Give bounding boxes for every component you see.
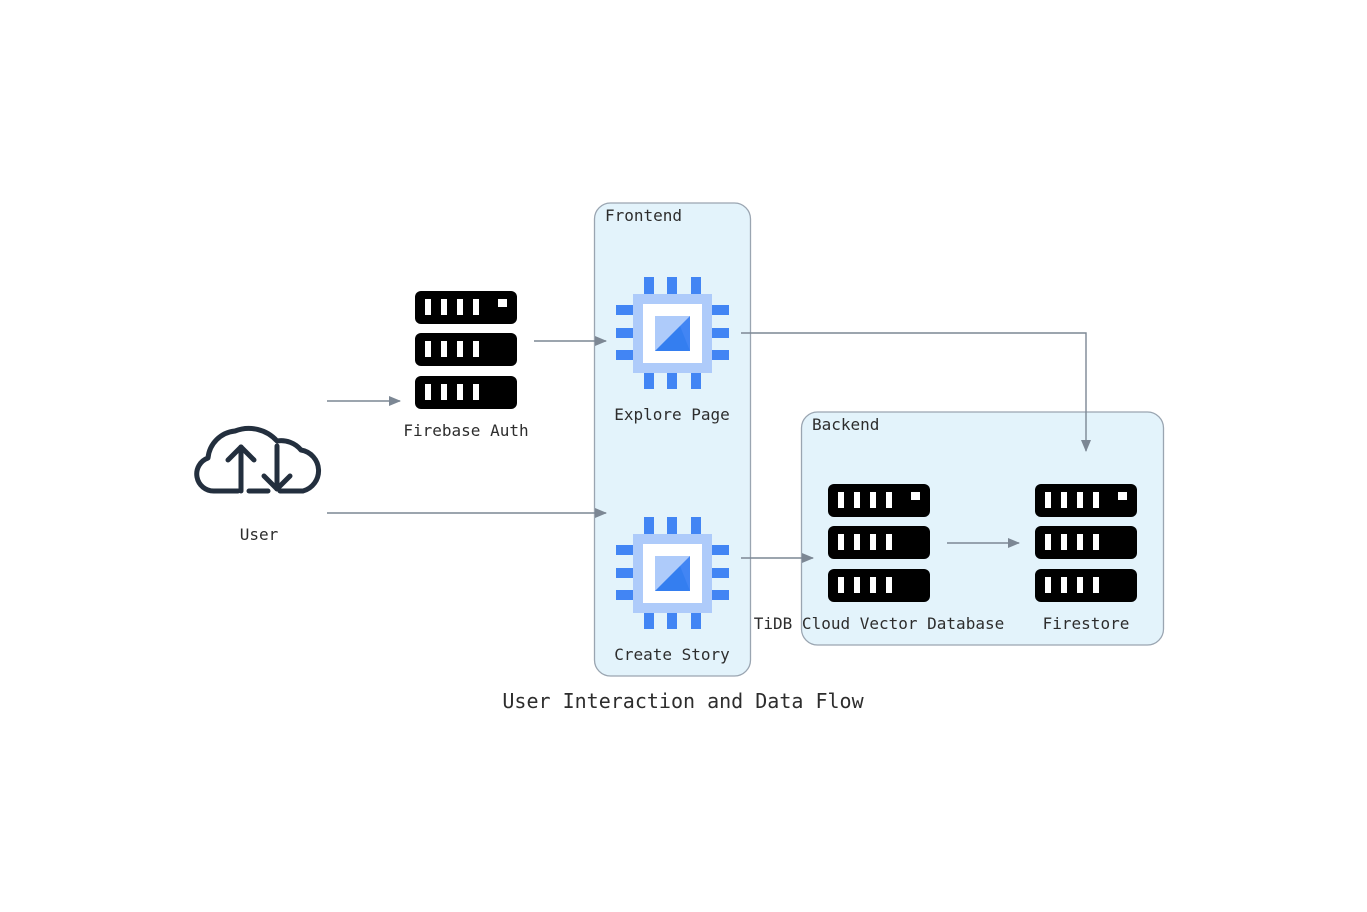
node-firestore-label: Firestore (1043, 614, 1130, 633)
node-explore-page: Explore Page (614, 277, 730, 424)
diagram-title: User Interaction and Data Flow (502, 689, 864, 713)
node-user: User (194, 425, 322, 544)
node-firebase-auth-label: Firebase Auth (403, 421, 528, 440)
cloud-upload-download-icon (194, 425, 322, 494)
cluster-frontend-label: Frontend (605, 206, 682, 225)
node-user-label: User (240, 525, 279, 544)
server-rack-icon (828, 484, 930, 602)
node-firebase-auth: Firebase Auth (403, 291, 529, 440)
cluster-backend-label: Backend (812, 415, 879, 434)
node-explore-page-label: Explore Page (614, 405, 730, 424)
node-tidb-vector-database: TiDB Cloud Vector Database (754, 484, 1004, 633)
node-create-story: Create Story (614, 517, 730, 664)
edges (327, 332, 1091, 563)
node-tidb-label: TiDB Cloud Vector Database (754, 614, 1004, 633)
node-firestore: Firestore (1035, 484, 1137, 633)
server-rack-icon (415, 291, 517, 409)
node-create-story-label: Create Story (614, 645, 730, 664)
edge-explore-page-to-firestore (741, 332, 1091, 452)
server-rack-icon (1035, 484, 1137, 602)
